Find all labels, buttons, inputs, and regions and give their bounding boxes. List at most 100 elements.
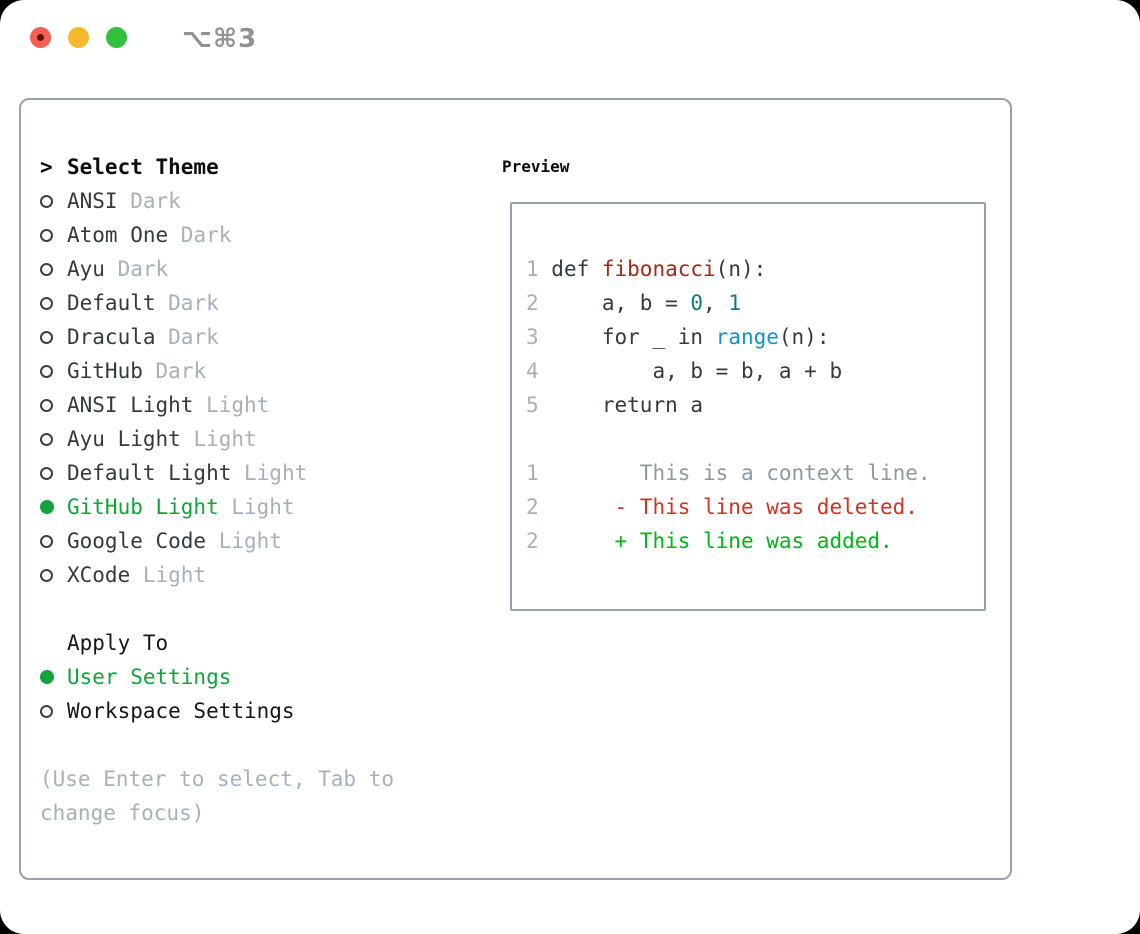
apply-to-header: Apply To — [67, 631, 169, 655]
code-token: 0 — [690, 291, 704, 315]
radio-unselected-icon — [40, 398, 53, 412]
bullet-column — [40, 534, 67, 548]
bullet-column — [40, 330, 67, 344]
radio-unselected-icon — [40, 296, 53, 310]
code-line: 1 def fibonacci(n): — [526, 252, 984, 286]
preview-header: Preview — [502, 157, 570, 176]
theme-variant-badge: Dark — [168, 325, 219, 349]
theme-option-default-light-light[interactable]: Default Light Light — [40, 456, 502, 490]
code-token: fibonacci — [601, 257, 716, 281]
code-token: 1 — [728, 291, 741, 315]
code-token: + This line was added. — [551, 529, 893, 553]
bullet-column — [40, 194, 67, 208]
bullet-column — [40, 398, 67, 412]
theme-variant-badge: Light — [231, 495, 295, 519]
radio-unselected-icon — [40, 262, 53, 276]
radio-unselected-icon — [40, 330, 53, 344]
code-line: 2 a, b = 0, 1 — [526, 286, 984, 320]
code-token: , — [703, 291, 729, 315]
select-theme-header-row: >Select Theme — [40, 150, 502, 184]
theme-option-xcode-light[interactable]: XCode Light — [40, 558, 502, 592]
minimize-button[interactable] — [68, 27, 89, 48]
apply-option-user-settings[interactable]: User Settings — [40, 660, 502, 694]
radio-unselected-icon — [40, 568, 53, 582]
blank-line — [526, 422, 984, 456]
radio-selected-icon — [40, 500, 54, 514]
theme-name: XCode — [67, 563, 143, 587]
line-number: 1 — [526, 257, 552, 281]
select-theme-header: Select Theme — [67, 155, 219, 179]
diff-sample: 1 This is a context line.2 - This line w… — [526, 456, 984, 558]
bullet-column — [40, 500, 67, 514]
theme-option-github-dark[interactable]: GitHub Dark — [40, 354, 502, 388]
theme-option-github-light-light[interactable]: GitHub Light Light — [40, 490, 502, 524]
code-token: return a — [551, 393, 704, 417]
line-number: 5 — [526, 393, 552, 417]
code-token: (n): — [715, 257, 767, 281]
theme-name: ANSI — [67, 189, 131, 213]
code-line: 4 a, b = b, a + b — [526, 354, 984, 388]
line-number: 4 — [526, 359, 552, 383]
bullet-column — [40, 432, 67, 446]
hint-line: (Use Enter to select, Tab to — [40, 767, 395, 791]
theme-option-ayu-dark[interactable]: Ayu Dark — [40, 252, 502, 286]
titlebar: ⌥⌘3 — [0, 0, 1140, 98]
keyboard-hint: (Use Enter to select, Tab to change focus… — [40, 762, 502, 830]
line-number: 3 — [526, 325, 552, 349]
theme-variant-badge: Dark — [155, 359, 207, 383]
code-token: a, b = — [551, 291, 691, 315]
code-token: def — [551, 257, 602, 281]
bullet-column — [40, 262, 67, 276]
zoom-button[interactable] — [106, 27, 127, 48]
window-title: ⌥⌘3 — [182, 24, 258, 54]
theme-variant-badge: Light — [193, 427, 257, 451]
hint-line: change focus) — [40, 801, 205, 825]
theme-variant-badge: Dark — [130, 189, 181, 213]
theme-variant-badge: Light — [206, 393, 270, 417]
code-line: 5 return a — [526, 388, 984, 422]
code-token: range — [715, 325, 779, 349]
code-token: This is a context line. — [551, 461, 931, 485]
theme-name: Dracula — [67, 325, 169, 349]
preview-header-row: Preview — [502, 150, 1010, 184]
radio-unselected-icon — [40, 228, 53, 242]
theme-option-atom-one-dark[interactable]: Atom One Dark — [40, 218, 502, 252]
theme-option-ansi-light-light[interactable]: ANSI Light Light — [40, 388, 502, 422]
code-token: for _ in — [551, 325, 716, 349]
close-button[interactable] — [30, 27, 51, 48]
theme-option-ayu-light-light[interactable]: Ayu Light Light — [40, 422, 502, 456]
theme-variant-badge: Dark — [168, 291, 219, 315]
line-number: 2 — [526, 529, 552, 553]
code-token: (n): — [778, 325, 830, 349]
theme-name: ANSI Light — [67, 393, 207, 417]
apply-option-workspace-settings[interactable]: Workspace Settings — [40, 694, 502, 728]
apply-option-label: User Settings — [67, 665, 232, 689]
line-number: 1 — [526, 461, 552, 485]
theme-name: Ayu Light — [67, 427, 194, 451]
radio-unselected-icon — [40, 194, 53, 208]
diff-line: 2 - This line was deleted. — [526, 490, 984, 524]
bullet-column — [40, 364, 67, 378]
theme-name: GitHub — [67, 359, 156, 383]
theme-option-ansi-dark[interactable]: ANSI Dark — [40, 184, 502, 218]
bullet-column — [40, 228, 67, 242]
unsaved-dot-icon — [37, 34, 44, 41]
code-token: - This line was deleted. — [551, 495, 918, 519]
theme-variant-badge: Light — [244, 461, 308, 485]
theme-option-google-code-light[interactable]: Google Code Light — [40, 524, 502, 558]
theme-variant-badge: Dark — [180, 223, 232, 247]
theme-variant-badge: Light — [142, 563, 207, 587]
diff-line: 1 This is a context line. — [526, 456, 984, 490]
code-line: 3 for _ in range(n): — [526, 320, 984, 354]
line-number: 2 — [526, 291, 552, 315]
radio-unselected-icon — [40, 432, 53, 446]
theme-name: Default Light — [67, 461, 245, 485]
theme-option-default-dark[interactable]: Default Dark — [40, 286, 502, 320]
theme-variant-badge: Dark — [117, 257, 169, 281]
theme-option-dracula-dark[interactable]: Dracula Dark — [40, 320, 502, 354]
